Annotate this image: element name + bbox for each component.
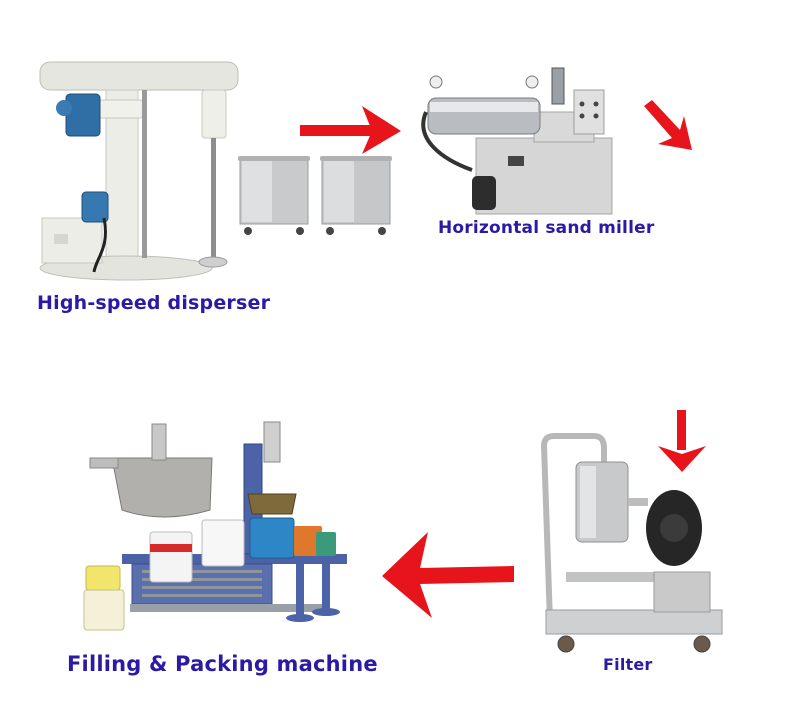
high-speed-disperser-label: High-speed disperser bbox=[37, 292, 271, 314]
arrow-down-right-icon bbox=[644, 100, 692, 150]
filling-packing-machine-image bbox=[83, 421, 347, 631]
filling-packing-machine-label: Filling & Packing machine bbox=[67, 652, 378, 676]
arrow-right-icon bbox=[300, 106, 401, 154]
high-speed-disperser-image bbox=[39, 61, 239, 281]
horizontal-sand-miller-label: Horizontal sand miller bbox=[438, 218, 655, 238]
mixing-tanks-image bbox=[238, 156, 392, 235]
arrow-down-icon bbox=[658, 410, 706, 472]
filter-label: Filter bbox=[603, 655, 653, 674]
filter-image bbox=[540, 433, 723, 653]
arrow-left-icon bbox=[382, 532, 514, 618]
horizontal-sand-miller-image bbox=[421, 67, 613, 215]
